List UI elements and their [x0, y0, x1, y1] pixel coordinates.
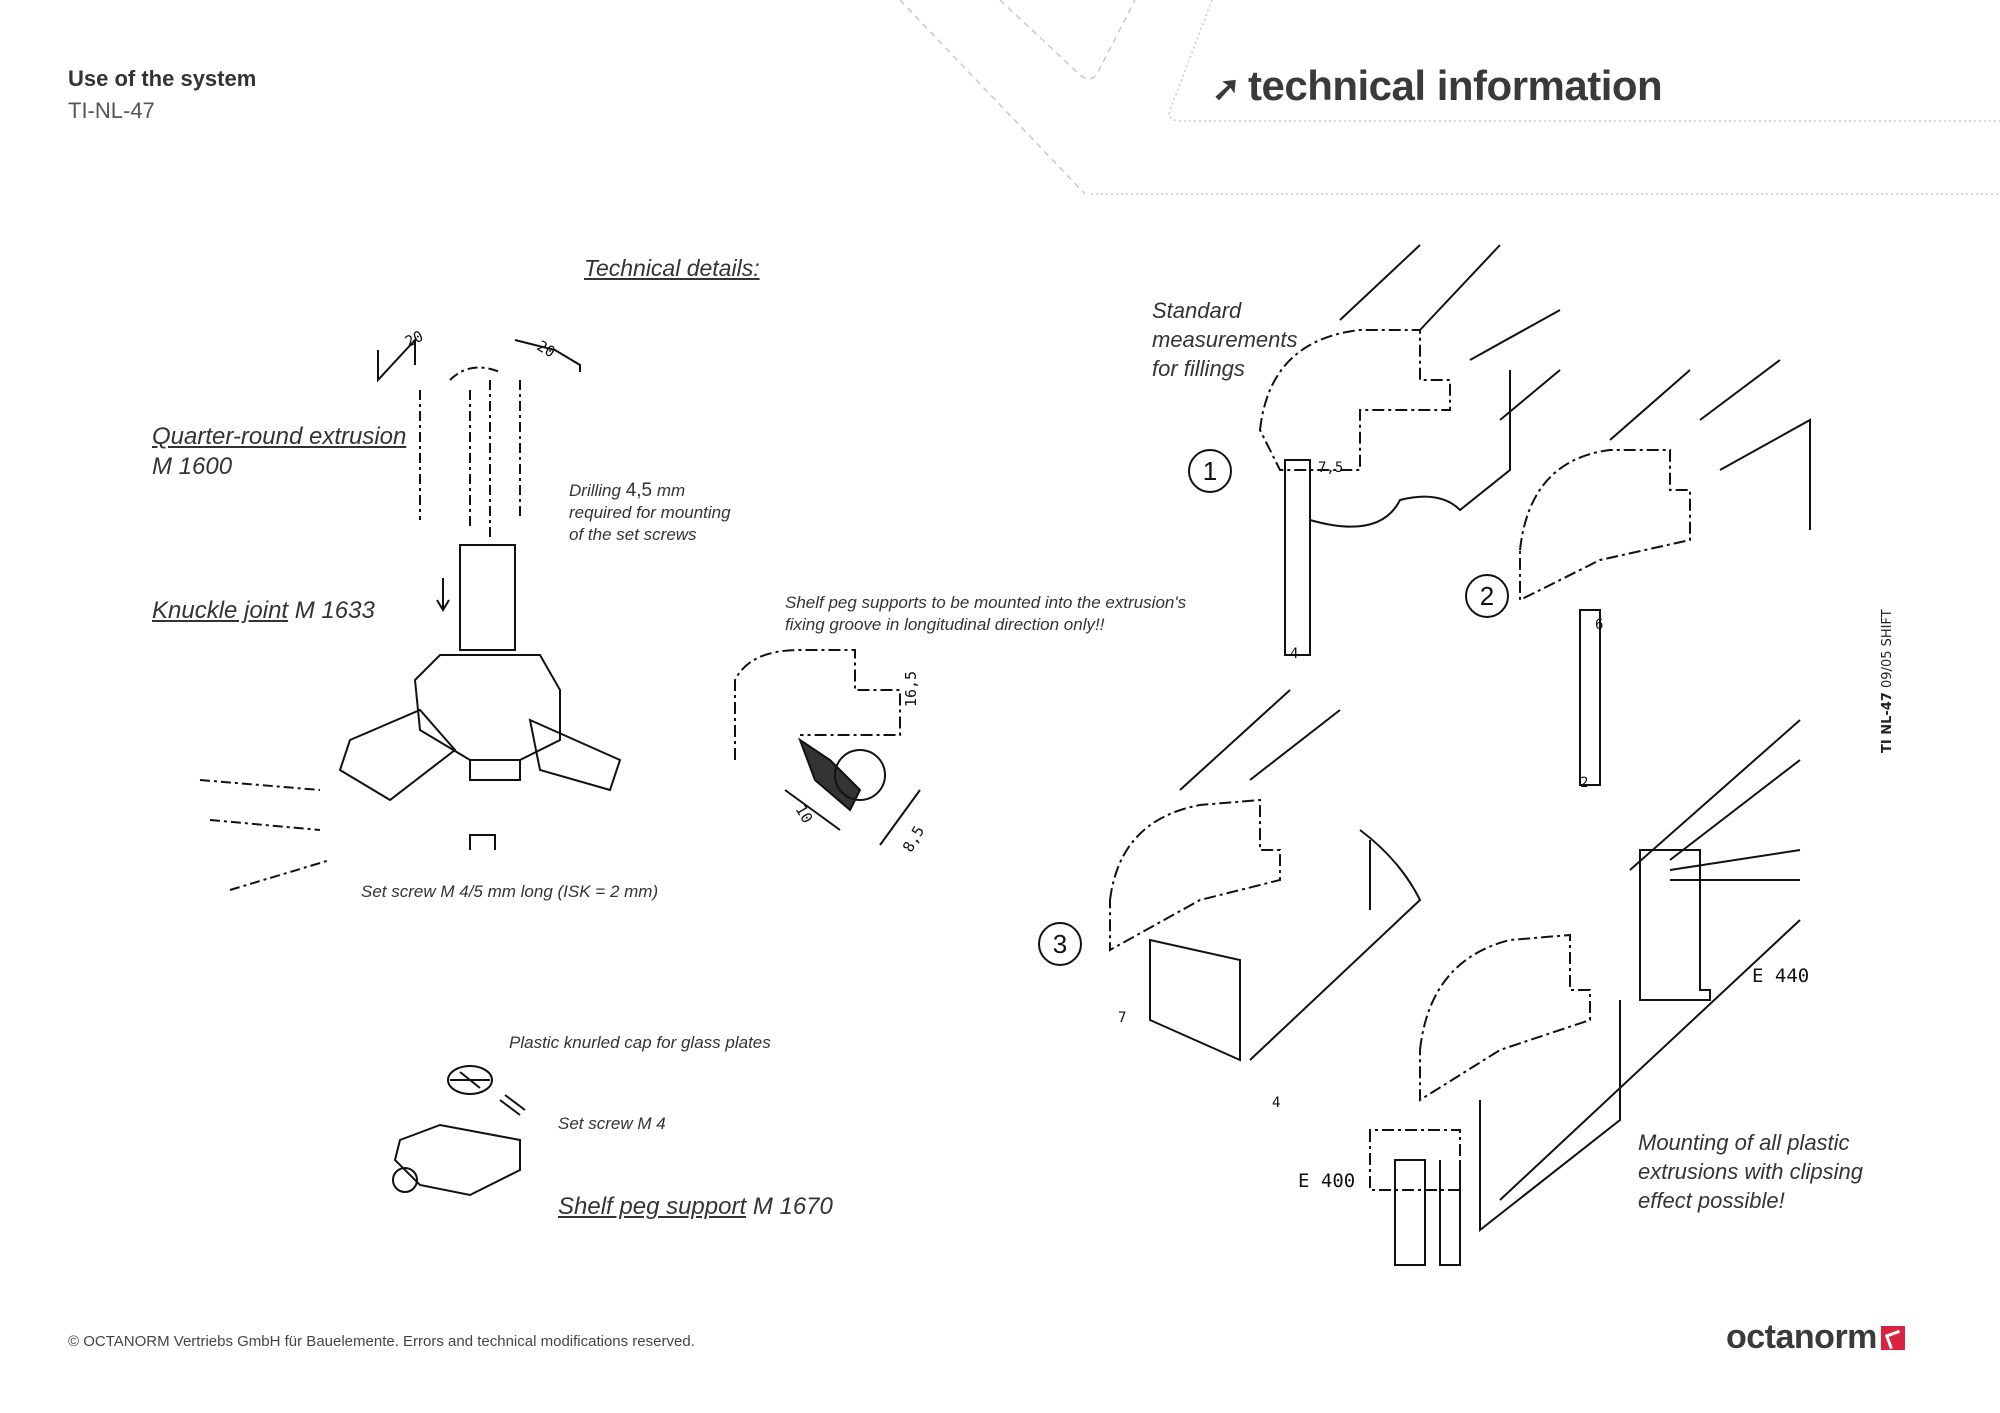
- standard-line1: Standard: [1152, 298, 1242, 323]
- section-title: Use of the system: [68, 66, 257, 91]
- extrusion-name: Quarter-round extrusion: [152, 423, 407, 450]
- shelf-peg-support-drawing: [392, 1065, 526, 1197]
- dim-6: 6: [1595, 617, 1604, 633]
- shelf-note-line2: fixing groove in longitudinal direction …: [785, 615, 1105, 634]
- knuckle-label: Knuckle joint M 1633: [152, 597, 375, 625]
- extrusion-code: M 1600: [152, 453, 233, 480]
- shelf-peg-note: Shelf peg supports to be mounted into th…: [785, 592, 1186, 636]
- standard-line3: for fillings: [1152, 356, 1245, 381]
- dim-7-5: 7,5: [1318, 460, 1344, 476]
- drilling-note: Drilling 4,5 mm required for mounting of…: [569, 480, 731, 546]
- e400-label: E 400: [1298, 1170, 1356, 1192]
- shelf-peg-groove-drawing: [734, 649, 921, 846]
- logo-mark-icon: [1880, 1325, 1905, 1350]
- knuckle-code: M 1633: [294, 597, 375, 624]
- shelf-peg-name: Shelf peg support: [558, 1193, 747, 1220]
- drilling-prefix: Drilling: [569, 481, 621, 500]
- shelf-note-line1: Shelf peg supports to be mounted into th…: [785, 593, 1187, 612]
- drilling-line3: of the set screws: [569, 525, 697, 544]
- arrow-up-right-icon: ➚: [1212, 70, 1241, 108]
- dim-16-5: 16,5: [902, 670, 921, 708]
- octanorm-logo: octanorm: [1726, 1318, 1905, 1357]
- detail-marker-1: 1: [1188, 449, 1232, 493]
- knurled-cap-label: Plastic knurled cap for glass plates: [509, 1033, 771, 1052]
- standard-measurements-label: Standard measurements for fillings: [1152, 296, 1298, 383]
- page-title: ➚technical information: [1212, 62, 1663, 110]
- shelf-peg-support-label: Shelf peg support M 1670: [558, 1193, 833, 1221]
- shelf-peg-code: M 1670: [752, 1193, 833, 1220]
- mounting-line2: extrusions with clipsing: [1638, 1159, 1863, 1184]
- drilling-line2: required for mounting: [569, 503, 731, 522]
- dim-7: 7: [1118, 1010, 1127, 1026]
- set-screw-long-label: Set screw M 4/5 mm long (ISK = 2 mm): [361, 882, 659, 901]
- copyright: © OCTANORM Vertriebs GmbH für Bauelement…: [68, 1333, 695, 1350]
- mounting-line1: Mounting of all plastic: [1638, 1130, 1850, 1155]
- knuckle-name: Knuckle joint: [152, 597, 289, 624]
- extrusion-knuckle-drawing: [199, 337, 622, 891]
- filling-detail-drawings: [1109, 244, 1811, 1266]
- document-code: TI-NL-47: [68, 98, 155, 123]
- e440-label: E 440: [1752, 965, 1810, 987]
- mounting-line3: effect possible!: [1638, 1188, 1785, 1213]
- document-revision: TI NL-47 09/05 SHIFT: [1880, 609, 1895, 753]
- extrusion-label: Quarter-round extrusion M 1600: [152, 422, 406, 482]
- drilling-value: 4,5: [625, 480, 653, 501]
- set-screw-m4-label: Set screw M 4: [558, 1114, 666, 1133]
- dim-4-filling3: 4: [1272, 1095, 1281, 1111]
- dim-4-filling1: 4: [1290, 646, 1299, 662]
- standard-line2: measurements: [1152, 327, 1298, 352]
- mounting-note: Mounting of all plastic extrusions with …: [1638, 1128, 1863, 1215]
- revision-date: 09/05 SHIFT: [1880, 609, 1895, 688]
- logo-text: octanorm: [1726, 1318, 1877, 1356]
- revision-code: TI NL-47: [1880, 692, 1895, 753]
- header-decoration: [899, 0, 2000, 195]
- detail-marker-3: 3: [1038, 922, 1082, 966]
- drilling-unit: mm: [656, 481, 686, 500]
- page-title-text: technical information: [1248, 62, 1663, 109]
- dim-2: 2: [1580, 775, 1589, 791]
- technical-details-heading: Technical details:: [584, 255, 760, 281]
- detail-marker-2: 2: [1465, 574, 1509, 618]
